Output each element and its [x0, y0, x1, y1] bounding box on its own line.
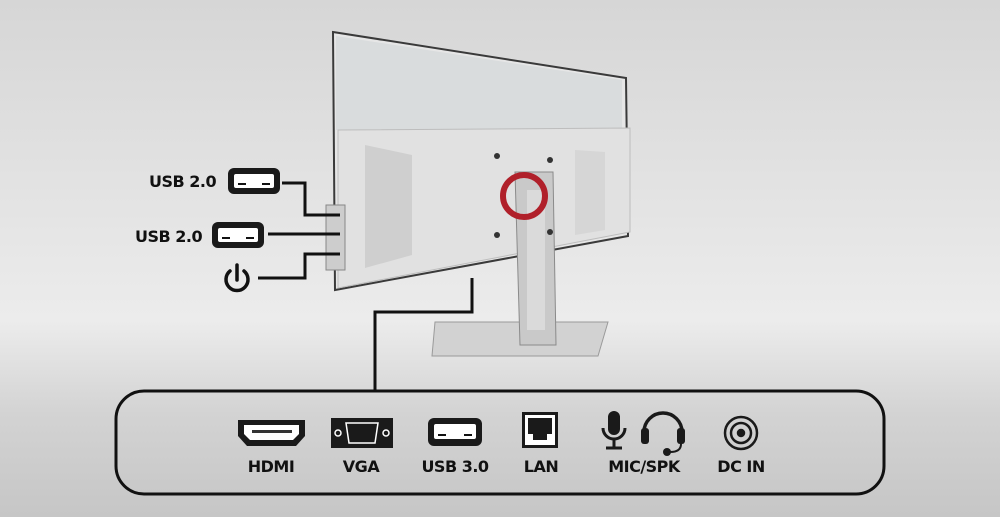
side-port-label: USB 2.0 [135, 227, 203, 246]
vesa-ring [500, 172, 548, 220]
hdmi-icon [238, 420, 305, 446]
dc-jack-icon [723, 415, 759, 451]
headset-icon [641, 411, 685, 456]
rear-ports-panel [114, 389, 886, 496]
port-label-usb3: USB 3.0 [421, 457, 489, 476]
power-icon [224, 263, 250, 293]
port-label-dc-in: DC IN [717, 457, 765, 476]
monitor-illustration [325, 30, 631, 357]
port-label-mic-spk: MIC/SPK [608, 457, 680, 476]
usb-a-icon [228, 168, 280, 194]
port-label-lan: LAN [523, 457, 559, 476]
ethernet-icon [522, 412, 558, 448]
usb-a-icon [428, 418, 482, 446]
microphone-icon [601, 411, 627, 450]
connector-lines [258, 181, 474, 390]
port-label-vga: VGA [342, 457, 380, 476]
vga-icon [331, 418, 393, 448]
port-label-hdmi: HDMI [247, 457, 295, 476]
usb-a-icon [212, 222, 264, 248]
side-port-label: USB 2.0 [149, 172, 217, 191]
